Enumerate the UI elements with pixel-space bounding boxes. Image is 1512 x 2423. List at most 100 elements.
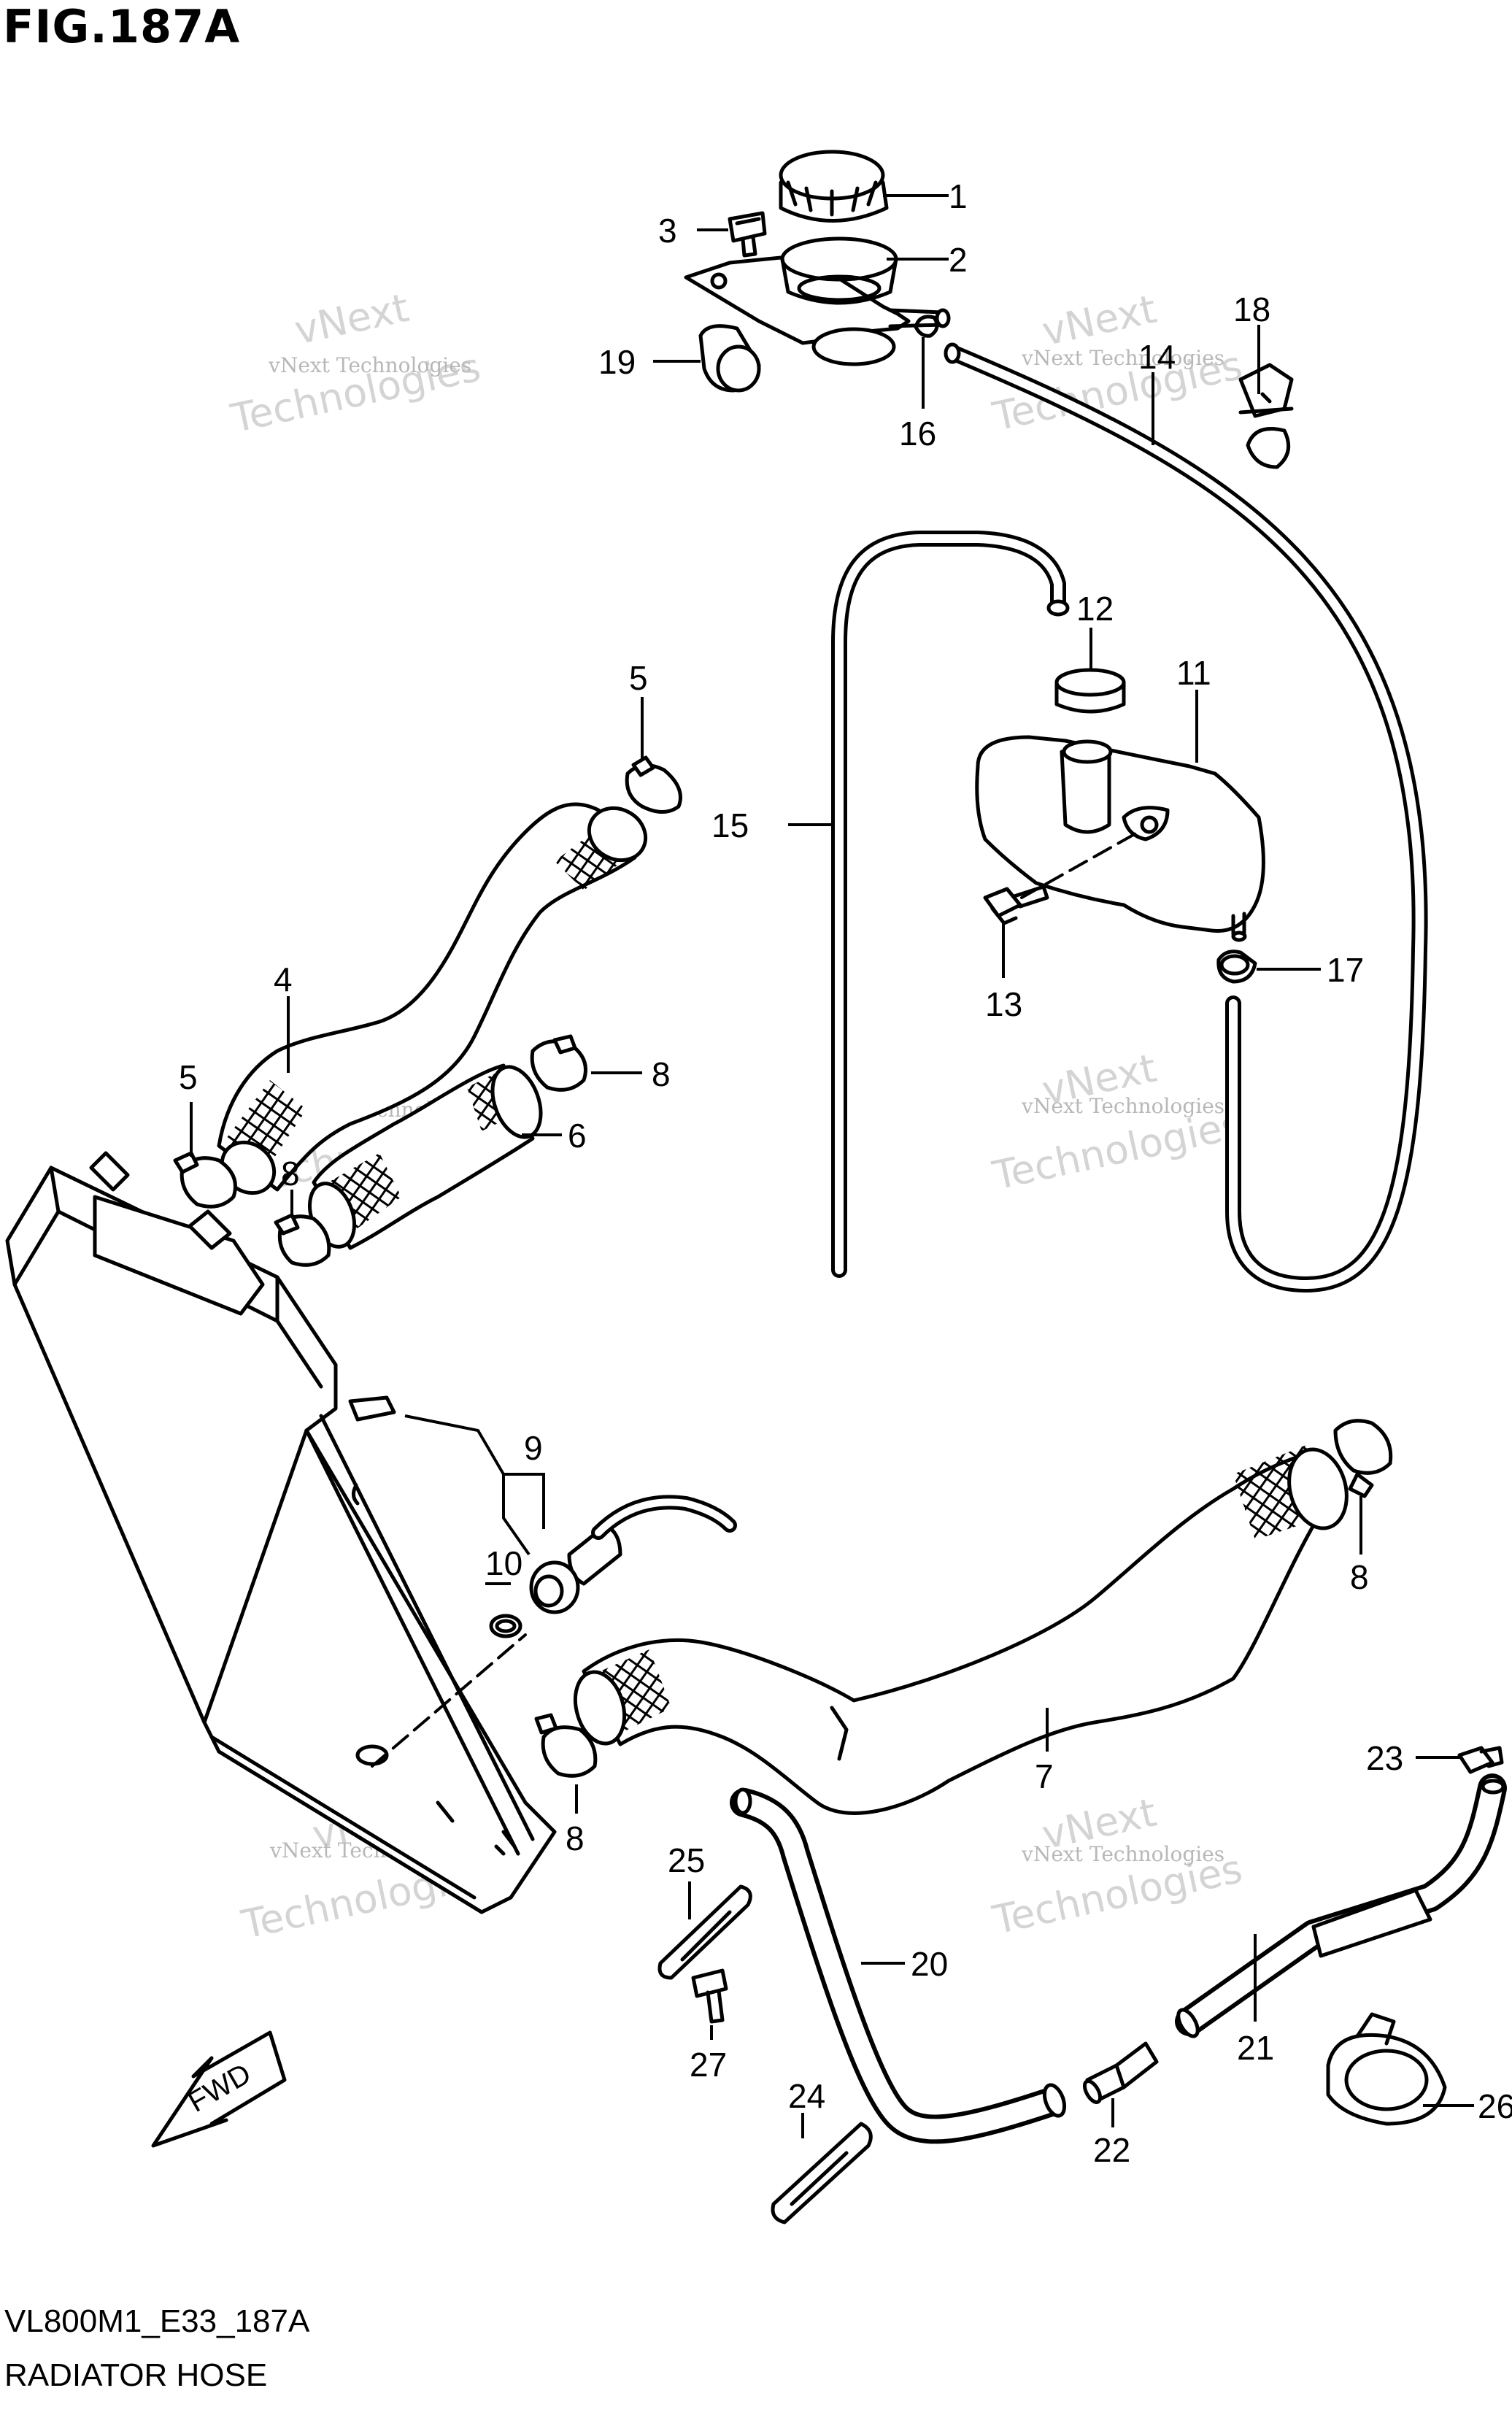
svg-text:1: 1 [949, 177, 968, 215]
clamp-23 [1457, 1746, 1504, 1774]
clamp-26 [1326, 2012, 1447, 2126]
watermark-6-caption: vNext Technologies [1021, 1842, 1224, 1866]
callout-12: 12 [1076, 590, 1114, 670]
svg-text:24: 24 [788, 2077, 825, 2115]
joint-22 [1082, 2041, 1159, 2104]
thermo-switch [529, 1495, 737, 1614]
svg-text:8: 8 [652, 1055, 671, 1093]
svg-text:11: 11 [1176, 654, 1211, 692]
assembly-line-10 [371, 1633, 527, 1768]
clamp-5-upper [625, 755, 682, 814]
watermark-4-caption: vNext Technologies [1021, 1094, 1224, 1118]
callout-19: 19 [598, 343, 701, 381]
callout-2: 2 [887, 241, 968, 279]
band-24 [771, 2122, 873, 2224]
callout-25: 25 [668, 1841, 705, 1919]
clamp-8-top [530, 1034, 587, 1092]
callout-24: 24 [788, 2077, 825, 2138]
callout-22: 22 [1093, 2098, 1130, 2169]
reservoir-tank [975, 735, 1265, 942]
hose-7 [573, 1445, 1349, 1815]
clamp-19 [698, 324, 761, 393]
clamp-18 [1238, 363, 1294, 469]
callout-18: 18 [1233, 290, 1270, 394]
hose-4 [217, 802, 648, 1195]
svg-text:26: 26 [1478, 2087, 1512, 2125]
svg-text:20: 20 [911, 1945, 948, 1983]
svg-text:15: 15 [711, 806, 749, 844]
clamp-8-lower [534, 1713, 598, 1778]
figure-code: VL800M1_E33_187A [4, 2303, 310, 2339]
reservoir-cap-12 [1054, 668, 1126, 714]
bolt-3 [728, 211, 767, 258]
svg-text:23: 23 [1366, 1739, 1403, 1777]
callout-3: 3 [658, 212, 728, 250]
watermark-1-caption: vNext Technologies [268, 353, 471, 377]
callout-4: 4 [274, 960, 293, 1073]
svg-text:7: 7 [1035, 1757, 1054, 1795]
callout-17: 17 [1257, 951, 1364, 989]
callout-15: 15 [711, 806, 832, 844]
callout-8b: 8 [281, 1155, 300, 1215]
radiator [5, 1151, 557, 1914]
svg-text:vNext: vNext [290, 285, 412, 353]
band-25 [657, 1884, 752, 1980]
callout-27: 27 [690, 2025, 727, 2084]
svg-text:2: 2 [949, 241, 968, 279]
hose-14 [944, 342, 1428, 1293]
pipe-21 [1175, 1773, 1507, 2038]
callout-6: 6 [522, 1117, 587, 1155]
svg-text:8: 8 [566, 1819, 585, 1857]
callout-20: 20 [861, 1945, 948, 1983]
hose-15 [831, 531, 1070, 1278]
callout-5a: 5 [629, 659, 648, 759]
svg-text:19: 19 [598, 343, 636, 381]
svg-text:8: 8 [281, 1155, 300, 1193]
svg-text:17: 17 [1327, 951, 1364, 989]
drain-plug-seat [355, 1744, 389, 1766]
callout-8c: 8 [1350, 1496, 1369, 1596]
bolt-13 [983, 885, 1049, 925]
callout-21: 21 [1237, 1934, 1274, 2067]
callout-1: 1 [883, 177, 968, 215]
callout-10: 10 [485, 1544, 522, 1585]
callout-23: 23 [1366, 1739, 1459, 1777]
callout-13: 13 [985, 923, 1022, 1023]
callout-7: 7 [1035, 1708, 1054, 1795]
svg-text:25: 25 [668, 1841, 705, 1879]
callout-5b: 5 [179, 1058, 198, 1157]
svg-text:5: 5 [179, 1058, 198, 1096]
svg-text:4: 4 [274, 960, 293, 998]
callout-26: 26 [1423, 2087, 1512, 2125]
clamp-8-right [1333, 1419, 1393, 1498]
hose-6 [308, 1063, 543, 1250]
assembly-line-13 [1020, 831, 1140, 899]
callout-11: 11 [1176, 654, 1211, 763]
svg-text:10: 10 [485, 1544, 522, 1582]
svg-text:21: 21 [1237, 2029, 1274, 2067]
callout-8a: 8 [591, 1055, 671, 1093]
svg-text:12: 12 [1076, 590, 1114, 628]
svg-text:3: 3 [658, 212, 677, 250]
clamp-17 [1216, 949, 1257, 984]
callout-9: 9 [404, 1414, 545, 1556]
svg-text:18: 18 [1233, 290, 1270, 328]
clamp-5-lower [173, 1151, 237, 1209]
bolt-27 [691, 1968, 728, 2024]
callout-8d: 8 [566, 1784, 585, 1857]
gasket-10 [489, 1614, 522, 1638]
svg-text:9: 9 [524, 1429, 543, 1467]
svg-text:14: 14 [1138, 338, 1176, 376]
figure-title: FIG.187A [3, 0, 241, 53]
reservoir-cap [779, 150, 889, 223]
watermark-2-caption: vNext Technologies [1021, 346, 1224, 370]
fwd-arrow [151, 2030, 287, 2148]
clamp-8-left [274, 1213, 331, 1267]
svg-text:5: 5 [629, 659, 648, 697]
callout-16: 16 [899, 337, 936, 452]
figure-name: RADIATOR HOSE [4, 2357, 268, 2393]
svg-text:6: 6 [568, 1117, 587, 1155]
svg-text:13: 13 [985, 985, 1022, 1023]
clip-16 [914, 315, 939, 338]
